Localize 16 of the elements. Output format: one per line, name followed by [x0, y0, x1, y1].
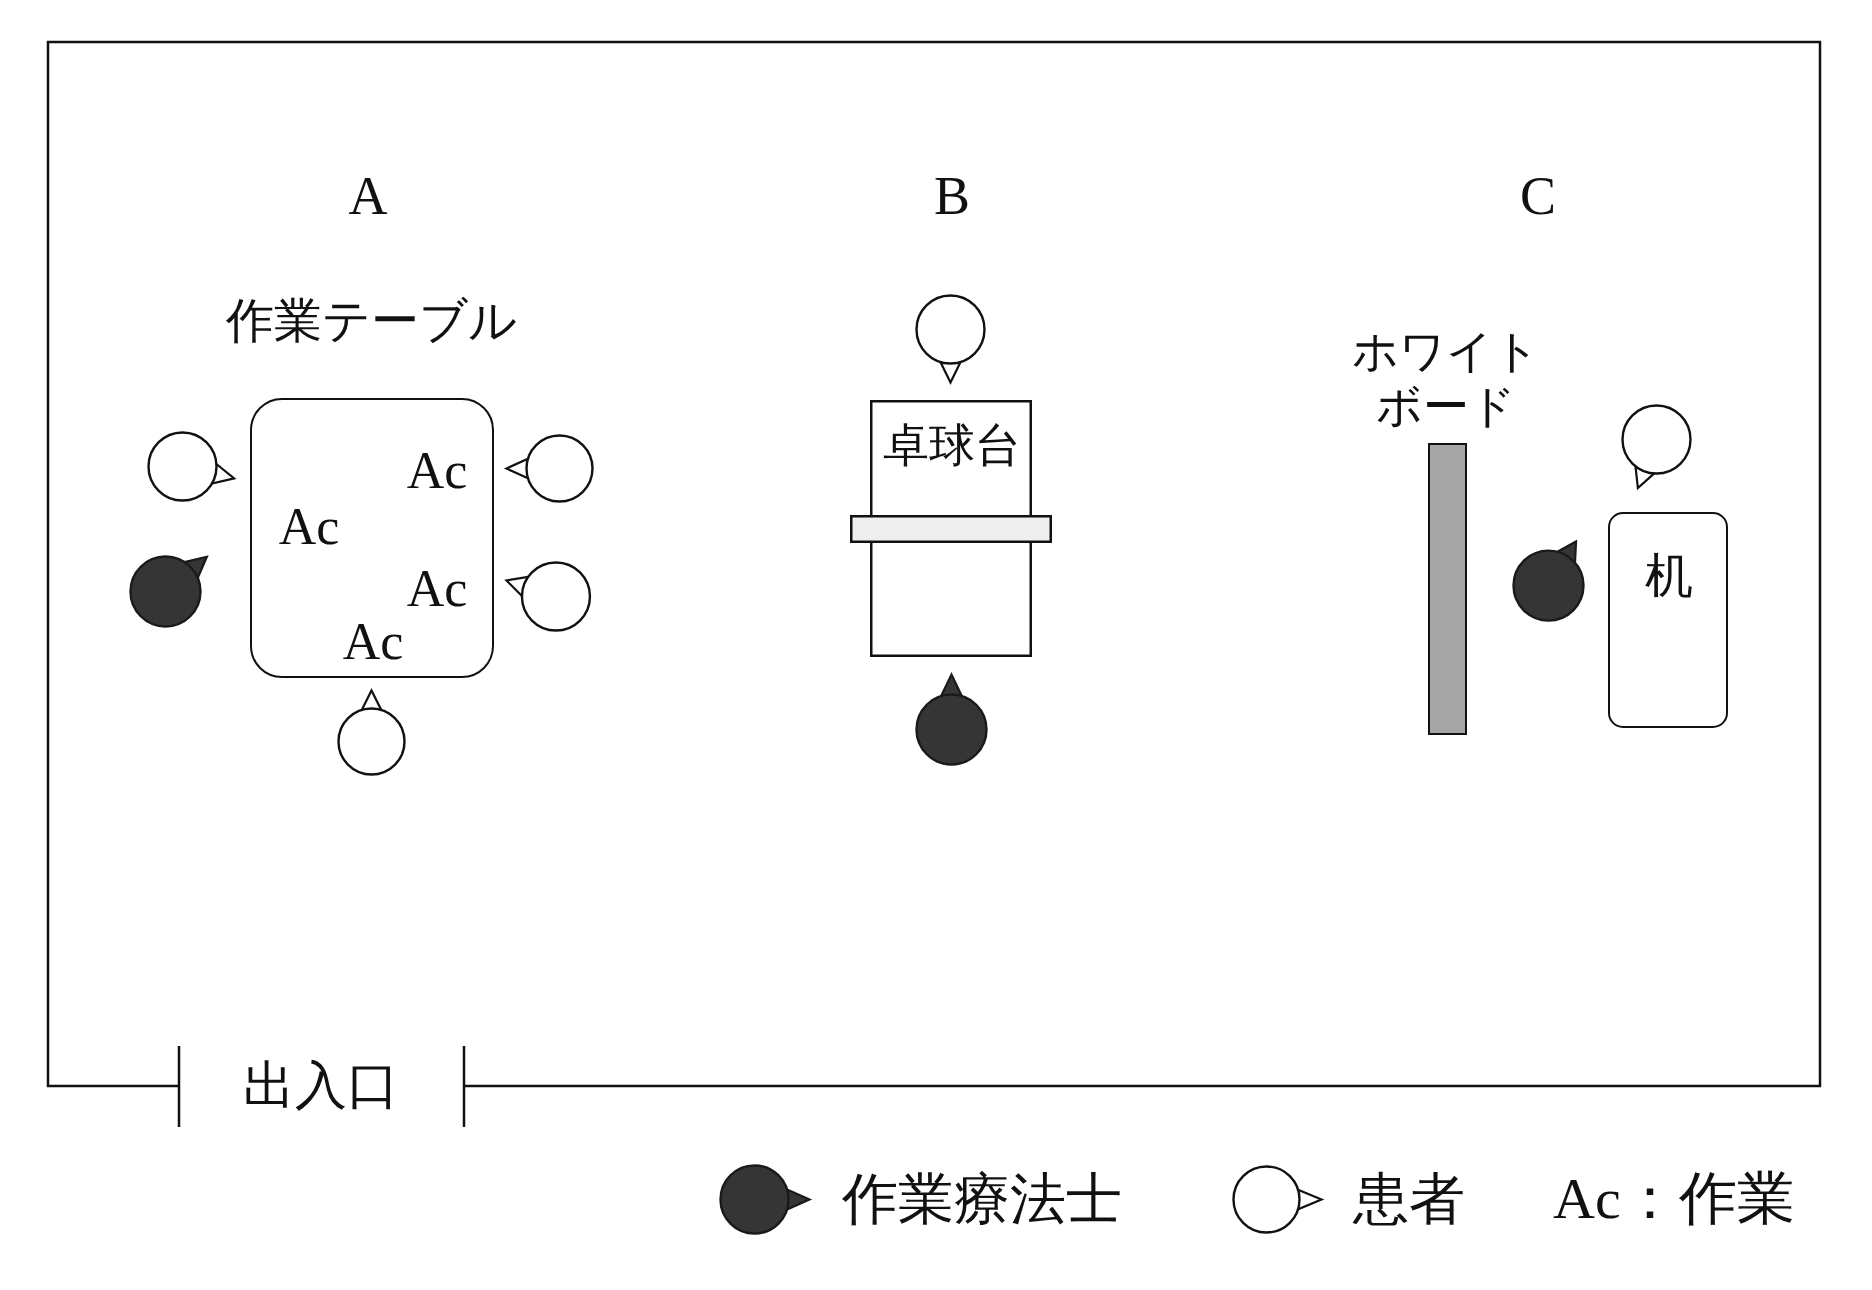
desk-label: 机 [1645, 552, 1693, 600]
table-label: 卓球台 [883, 423, 1021, 469]
entrance-label: 出入口 [243, 1060, 399, 1112]
activity-label: Ac [406, 445, 468, 497]
area-label: A [348, 169, 388, 223]
legend-text: Ac：作業 [1553, 1170, 1795, 1228]
legend-text: 患者 [1353, 1171, 1465, 1227]
legend-text: 作業療法士 [842, 1171, 1122, 1227]
whiteboard-label: ホワイトボード [1351, 324, 1541, 434]
activity-label: Ac [342, 616, 404, 668]
area-label: B [934, 169, 970, 223]
area-label: C [1520, 169, 1556, 223]
activity-label: Ac [278, 501, 340, 553]
table-label: 作業テーブル [225, 297, 517, 345]
desk [1608, 512, 1728, 728]
activity-label: Ac [406, 563, 468, 615]
